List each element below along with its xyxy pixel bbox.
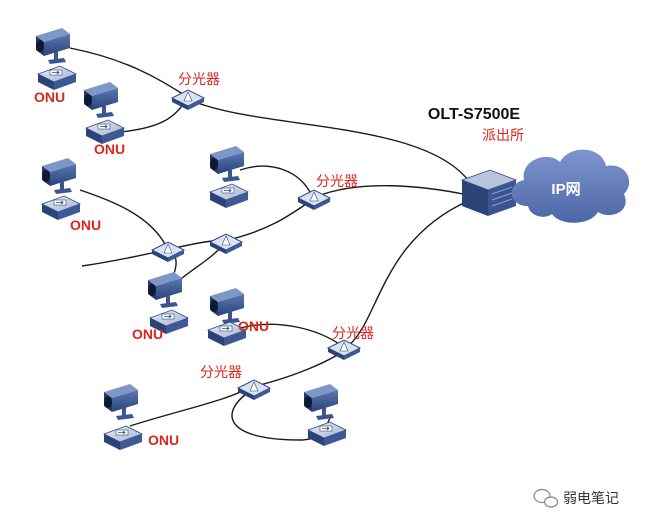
splitter-5: 分光器 [327,326,374,361]
splitter-6: 分光器 [200,365,271,401]
splitter-icon [171,89,205,111]
camera-icon [210,146,244,182]
olt-model: OLT-S7500E [428,106,521,123]
olt-location: 派出所 [482,128,524,144]
onu-group-2: ONU [84,82,125,157]
splitter-label-1: 分光器 [178,72,220,88]
cloud-label: IP网 [551,181,580,198]
onu-group-5: ONU [132,272,189,342]
onu-icon [103,425,143,451]
onu-icon [209,183,249,209]
splitter-3 [151,241,185,263]
splitter-label-2: 分光器 [316,174,358,190]
onu-group-6: ONU [207,288,269,347]
onu-group-3: ONU [41,158,101,233]
splitter-icon [151,241,185,263]
camera-icon [36,28,70,64]
splitter-2: 分光器 [297,174,358,211]
camera-icon [104,384,138,420]
watermark-text: 弱电笔记 [563,491,619,507]
onu-group-7: ONU [103,384,179,451]
onu-icon [307,421,347,447]
camera-icon [42,158,76,194]
watermark: 弱电笔记 [533,488,619,508]
splitter-label-5: 分光器 [332,326,374,342]
onu-label-1: ONU [34,89,65,105]
onu-group-4 [209,146,249,209]
onu-label-3: ONU [70,217,101,233]
splitter-1: 分光器 [171,72,220,111]
onu-label-5: ONU [132,326,163,342]
onu-group-1: ONU [34,28,77,105]
fiber-links [69,47,471,441]
wechat-icon [533,488,559,508]
olt-device: OLT-S7500E 派出所 [428,106,524,216]
splitter-label-6: 分光器 [200,365,242,381]
camera-icon [304,384,338,420]
onu-label-7: ONU [148,432,179,448]
olt-icon [460,169,518,216]
onu-label-2: ONU [94,141,125,157]
ip-network-cloud: IP网 [511,149,630,223]
onu-label-6: ONU [238,318,269,334]
onu-icon [37,65,77,91]
camera-icon [148,272,182,308]
cloud-icon [511,149,630,223]
onu-group-8 [304,384,347,447]
camera-icon [84,82,118,118]
